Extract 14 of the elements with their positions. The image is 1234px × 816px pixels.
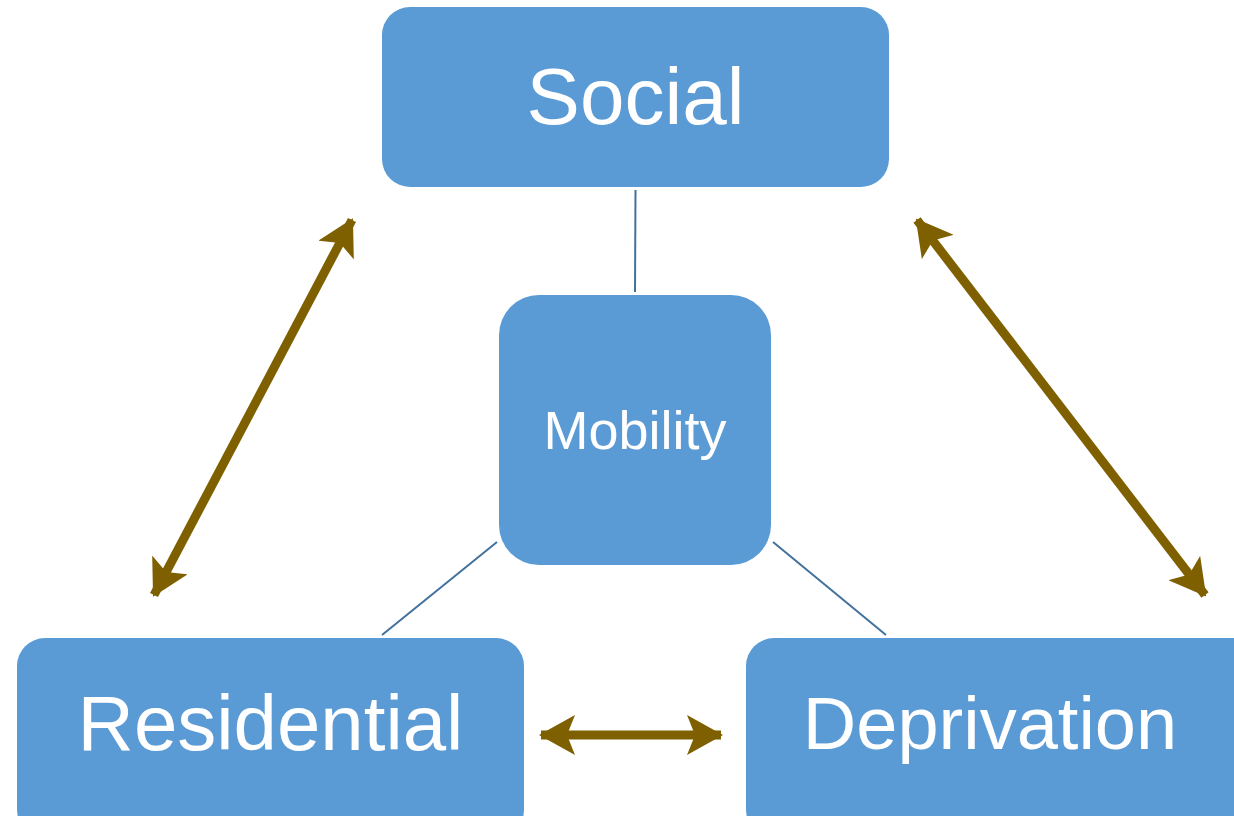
- double-arrow: [913, 217, 1209, 598]
- rounded-box: [17, 638, 524, 816]
- rounded-box: [499, 295, 771, 565]
- rounded-box: [382, 7, 889, 187]
- box-label: Mobility: [543, 399, 727, 461]
- connector-line: [381, 541, 498, 636]
- connector-line: [772, 541, 887, 636]
- double-arrow: [539, 715, 723, 755]
- connector-line: [634, 189, 637, 293]
- box-label: Deprivation: [802, 680, 1178, 766]
- rounded-box: [746, 638, 1234, 816]
- double-arrow: [150, 217, 356, 598]
- box-label: Residential: [77, 677, 464, 769]
- box-label: Social: [526, 51, 745, 143]
